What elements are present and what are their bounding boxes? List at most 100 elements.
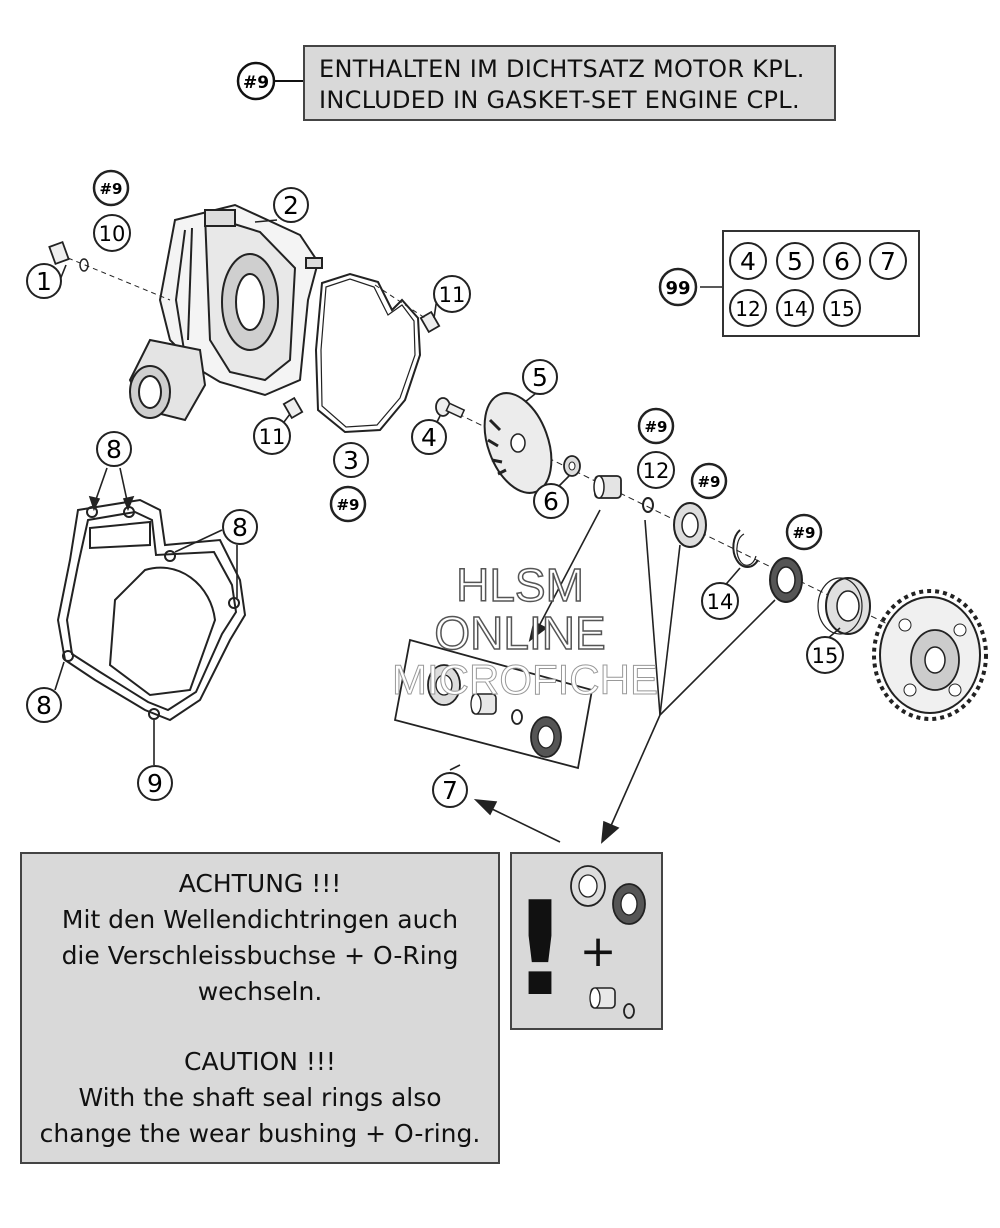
pump-drive-gear	[872, 589, 988, 721]
cover-gasket	[56, 498, 247, 722]
set-part-7: 7	[869, 242, 907, 280]
caution-box: ACHTUNG !!! Mit den Wellendichtringen au…	[20, 852, 500, 1164]
svg-text:11: 11	[259, 425, 286, 449]
svg-text:15: 15	[829, 297, 854, 321]
callout-9: 9	[137, 765, 173, 801]
note-line-en: INCLUDED IN GASKET-SET ENGINE CPL.	[319, 86, 800, 114]
svg-text:8: 8	[106, 435, 122, 464]
impeller-screw-4	[435, 397, 466, 419]
caution-text-en-2: change the wear bushing + O-ring.	[39, 1119, 481, 1148]
seal-kit-7	[393, 638, 594, 770]
watermark-line-2: ONLINE	[434, 606, 607, 660]
caution-text-en-1: With the shaft seal rings also	[78, 1083, 442, 1112]
svg-text:14: 14	[707, 590, 734, 614]
set-part-4: 4	[729, 242, 767, 280]
set-part-12: 12	[729, 289, 767, 327]
gasket-ref-10: #9	[92, 169, 130, 207]
callout-4: 4	[411, 419, 447, 455]
callout-8-top: 8	[96, 431, 132, 467]
svg-text:7: 7	[880, 247, 896, 276]
svg-text:3: 3	[343, 446, 359, 475]
callout-12: 12	[637, 451, 675, 489]
callout-3: 3	[333, 442, 369, 478]
svg-text:4: 4	[421, 423, 437, 452]
svg-text:#9: #9	[644, 418, 667, 436]
caution-title-en: CAUTION !!!	[184, 1047, 336, 1076]
gasket-ref-12: #9	[637, 407, 675, 445]
svg-text:#9: #9	[792, 524, 815, 542]
caution-text-de-3: wechseln.	[197, 977, 323, 1006]
set-part-6: 6	[823, 242, 861, 280]
svg-text:#9: #9	[243, 73, 269, 93]
plus-icon: +	[580, 926, 617, 977]
svg-text:8: 8	[36, 691, 52, 720]
watermark-line-1: HLSM	[455, 558, 584, 612]
dowel-pin-lower	[282, 396, 304, 420]
callout-8-right: 8	[222, 509, 258, 545]
svg-text:1: 1	[36, 267, 52, 296]
caution-text-de-1: Mit den Wellendichtringen auch	[61, 905, 459, 934]
watermark-line-3: MICROFICHE	[392, 656, 659, 704]
svg-text:5: 5	[532, 363, 548, 392]
shaft-seal-ring-2	[769, 557, 803, 603]
kit-o-ring	[623, 1003, 635, 1019]
svg-text:4: 4	[740, 247, 756, 276]
svg-text:7: 7	[442, 776, 458, 805]
callout-11-upper: 11	[433, 275, 471, 313]
svg-text:8: 8	[232, 513, 248, 542]
svg-text:14: 14	[782, 297, 807, 321]
callout-5: 5	[522, 359, 558, 395]
svg-text:6: 6	[834, 247, 850, 276]
svg-text:#9: #9	[99, 180, 122, 198]
svg-text:5: 5	[787, 247, 803, 276]
set-ref-99: 99	[658, 267, 698, 307]
callout-10: 10	[93, 214, 131, 252]
caution-title-de: ACHTUNG !!!	[178, 869, 342, 898]
callout-15: 15	[806, 636, 844, 674]
gasket-ref-3: #9	[329, 485, 367, 523]
header-ref-badge: #9	[236, 61, 303, 101]
o-ring-12	[642, 497, 654, 513]
callout-7: 7	[432, 772, 468, 808]
kit-seal-ring-light	[570, 865, 606, 907]
callout-11-lower: 11	[253, 417, 291, 455]
svg-text:9: 9	[147, 769, 163, 798]
repair-set-box: 4 5 6 7 12 14 15	[722, 230, 920, 337]
callout-6: 6	[533, 483, 569, 519]
note-line-de: ENTHALTEN IM DICHTSATZ MOTOR KPL.	[319, 55, 805, 83]
svg-text:12: 12	[735, 297, 760, 321]
svg-text:!: !	[512, 873, 570, 1025]
gasket-ref-seal: #9	[785, 513, 823, 551]
set-part-15: 15	[823, 289, 861, 327]
bearing-15	[817, 577, 871, 635]
washer-6	[563, 455, 581, 477]
svg-text:12: 12	[643, 459, 670, 483]
callout-1: 1	[26, 263, 62, 299]
svg-text:#9: #9	[697, 473, 720, 491]
pump-gasket	[314, 272, 422, 434]
cover-gasket-leaders	[54, 467, 238, 765]
circlip-14	[732, 529, 759, 569]
callout-2: 2	[273, 187, 309, 223]
svg-text:#9: #9	[336, 496, 359, 514]
gasket-set-note: ENTHALTEN IM DICHTSATZ MOTOR KPL. INCLUD…	[303, 45, 836, 121]
leader-lines	[59, 219, 841, 844]
bolt-1	[48, 240, 171, 301]
replacement-kit-box: ! +	[510, 852, 663, 1030]
caution-text-de-2: die Verschleissbuchse + O-Ring	[61, 941, 459, 970]
svg-text:99: 99	[665, 278, 690, 299]
svg-text:11: 11	[439, 283, 466, 307]
svg-text:2: 2	[283, 191, 299, 220]
svg-text:10: 10	[99, 222, 126, 246]
shaft-seal-ring-13	[673, 502, 707, 548]
set-part-5: 5	[776, 242, 814, 280]
pump-housing	[128, 203, 323, 422]
svg-text:6: 6	[543, 487, 559, 516]
callout-14: 14	[701, 582, 739, 620]
set-part-14: 14	[776, 289, 814, 327]
gasket-ref-13: #9	[690, 462, 728, 500]
svg-text:+: +	[580, 926, 617, 977]
callout-8-left: 8	[26, 687, 62, 723]
